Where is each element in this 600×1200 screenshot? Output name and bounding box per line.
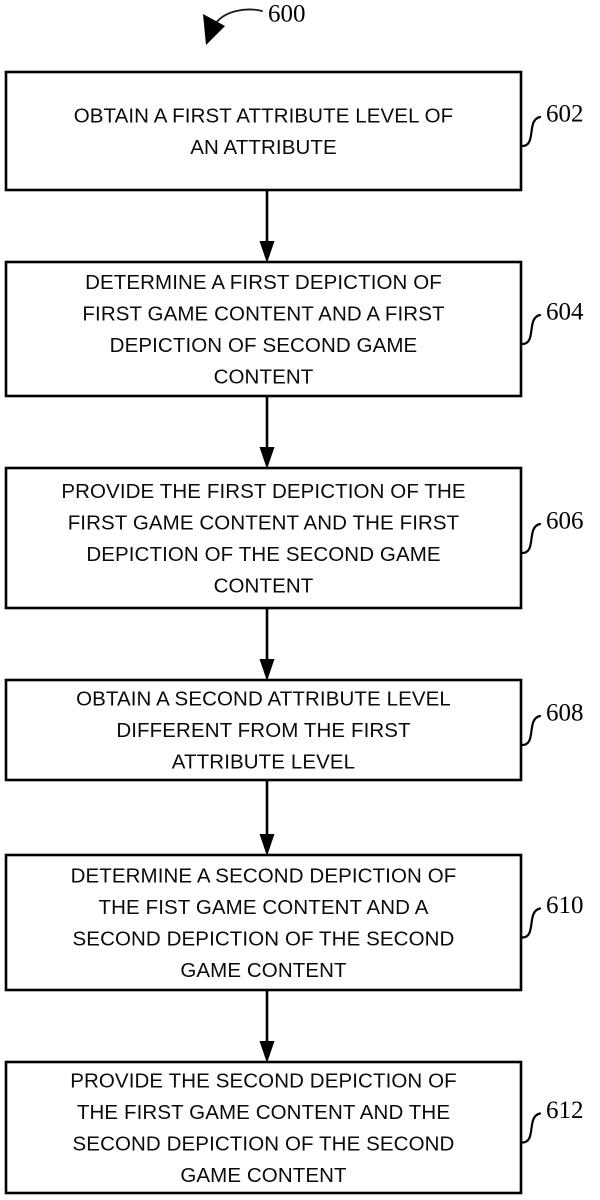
reference-number-606: 606	[546, 508, 584, 535]
step-box-602[interactable]	[4, 70, 523, 192]
figure-leader-curve	[215, 8, 263, 24]
connector-602-to-604	[259, 190, 275, 263]
reference-leader-612	[520, 1112, 542, 1144]
connector-arrowhead-610-612	[259, 1041, 275, 1063]
figure-leader-arrowhead	[203, 14, 225, 45]
connector-arrowhead-602-604	[259, 241, 275, 263]
connector-arrowhead-606-608	[259, 659, 275, 681]
connector-arrowhead-608-610	[259, 834, 275, 856]
connector-608-to-610	[259, 780, 275, 856]
reference-leader-610	[520, 907, 542, 939]
reference-number-608: 608	[546, 700, 584, 727]
step-box-612[interactable]	[4, 1060, 523, 1195]
reference-leader-606	[520, 522, 542, 555]
connector-610-to-612	[259, 990, 275, 1063]
reference-leader-602	[520, 115, 542, 148]
connector-606-to-608	[259, 608, 275, 681]
reference-leader-604	[520, 313, 542, 346]
reference-number-612: 612	[546, 1097, 584, 1124]
step-box-608[interactable]	[4, 678, 523, 782]
connector-arrowhead-604-606	[259, 447, 275, 469]
connector-604-to-606	[259, 396, 275, 469]
figure-number-label: 600	[268, 1, 306, 28]
step-box-606[interactable]	[4, 466, 523, 610]
step-box-604[interactable]	[4, 260, 523, 398]
reference-leader-608	[520, 714, 542, 747]
reference-number-610: 610	[546, 892, 584, 919]
figure-number-group: 600	[203, 1, 306, 45]
reference-number-604: 604	[546, 299, 584, 326]
reference-number-602: 602	[546, 101, 584, 128]
step-box-610[interactable]	[4, 853, 523, 992]
